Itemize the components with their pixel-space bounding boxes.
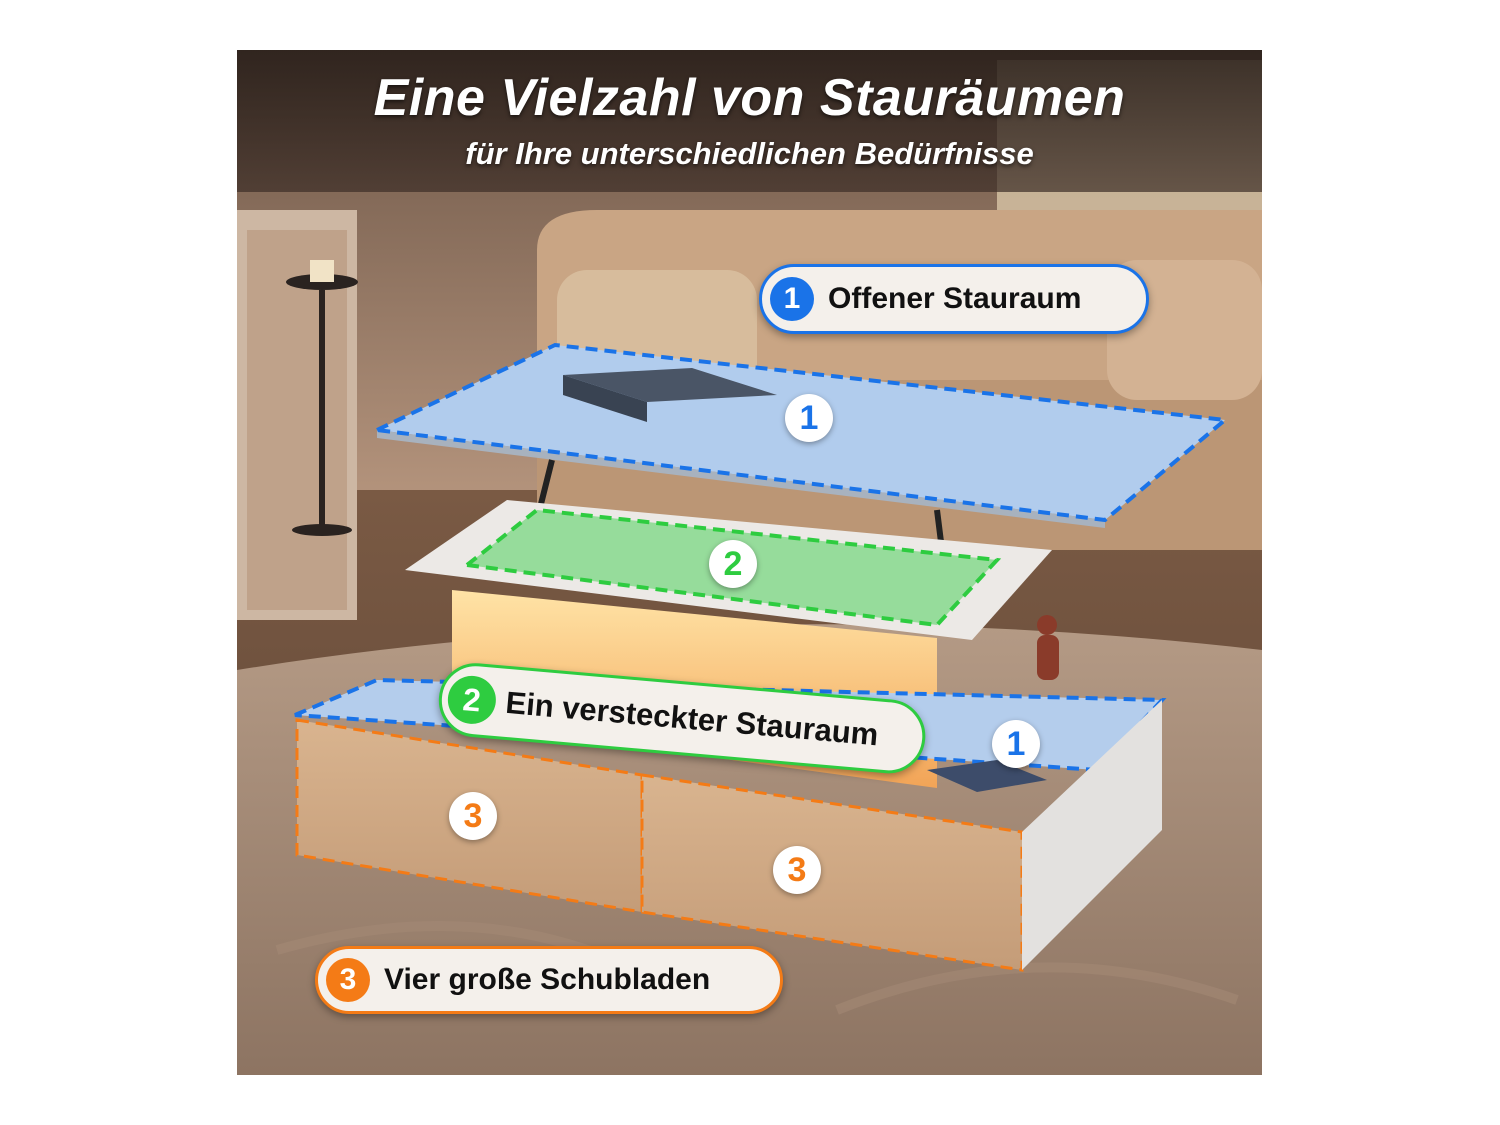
number-badge-1: 1: [770, 277, 814, 321]
callout-drawers: 3 Vier große Schubladen: [315, 946, 783, 1014]
marker-top-surface: 1: [785, 394, 833, 442]
number-badge-3: 3: [326, 958, 370, 1002]
product-image: Eine Vielzahl von Stauräumen für Ihre un…: [237, 50, 1262, 1075]
callout-open-storage: 1 Offener Stauraum: [759, 264, 1149, 334]
headline-subtitle: für Ihre unterschiedlichen Bedürfnisse: [465, 136, 1034, 171]
number-badge-2: 2: [445, 673, 498, 726]
headline-title: Eine Vielzahl von Stauräumen: [373, 69, 1126, 127]
callout-hidden-storage-label: Ein versteckter Stauraum: [504, 684, 880, 753]
marker-drawer-right: 3: [773, 846, 821, 894]
header-banner: [237, 50, 1262, 192]
marker-drawer-left: 3: [449, 792, 497, 840]
marker-side-surface: 1: [992, 720, 1040, 768]
callout-drawers-label: Vier große Schubladen: [384, 963, 711, 996]
marker-hidden-compartment: 2: [709, 540, 757, 588]
callout-open-storage-label: Offener Stauraum: [828, 282, 1082, 315]
